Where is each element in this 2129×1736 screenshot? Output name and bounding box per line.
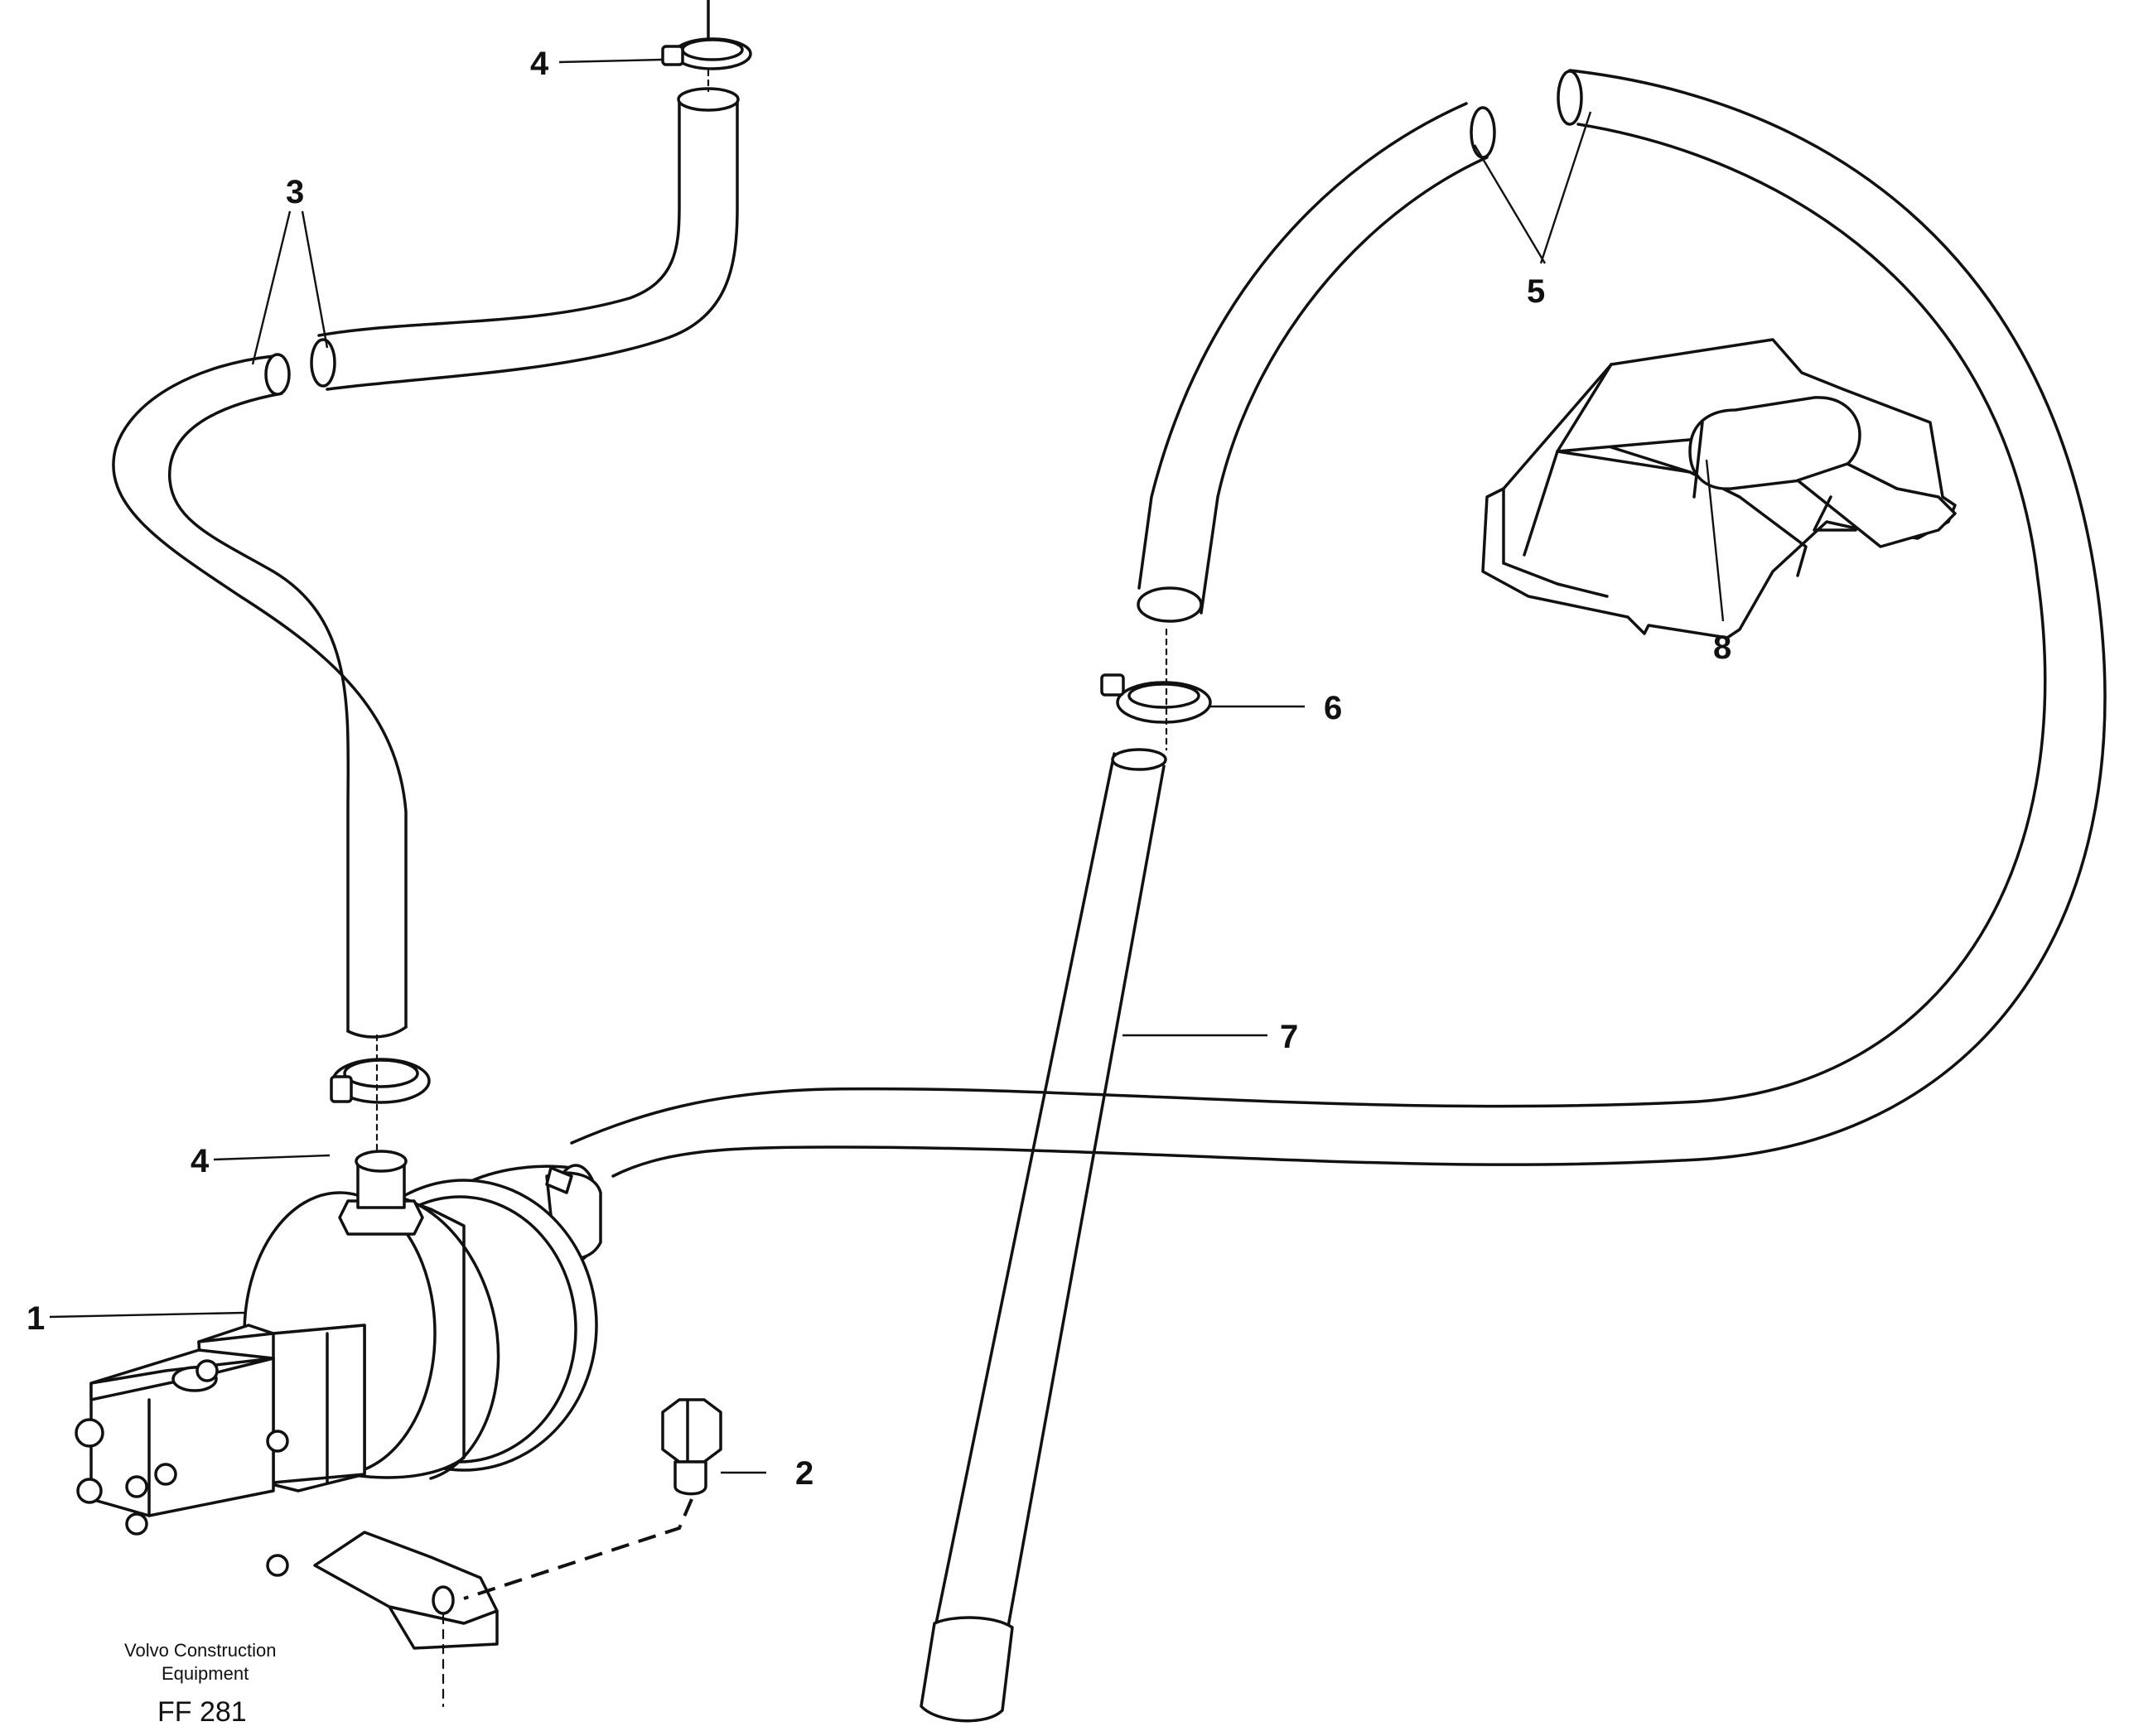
figure-code: FF 281 bbox=[157, 1696, 247, 1728]
cover-8 bbox=[1481, 338, 1957, 639]
hose-5-right-segment bbox=[570, 69, 2107, 1178]
bolt-2 bbox=[463, 1398, 722, 1600]
callout-1: 1 bbox=[27, 1300, 45, 1337]
callout-5: 5 bbox=[1527, 273, 1545, 310]
callout-8: 8 bbox=[1713, 629, 1731, 666]
hose-3-upper-segment bbox=[310, 87, 740, 391]
credit-line-1: Volvo Construction bbox=[124, 1640, 276, 1661]
water-pump-1 bbox=[75, 1150, 602, 1708]
callout-3: 3 bbox=[286, 174, 304, 210]
hose-clamp-bottom bbox=[330, 1034, 431, 1157]
credit-line-2: Equipment bbox=[162, 1663, 249, 1684]
leader-lines bbox=[49, 58, 1725, 1474]
hose-5-left-segment bbox=[1137, 102, 1496, 623]
hose-clamp-6 bbox=[1100, 628, 1212, 751]
callout-4-top: 4 bbox=[530, 46, 549, 82]
pipe-7 bbox=[920, 748, 1167, 1723]
hose-clamp-top bbox=[661, 0, 752, 93]
callout-2: 2 bbox=[795, 1455, 813, 1492]
callout-7: 7 bbox=[1280, 1019, 1298, 1055]
callout-4-bottom: 4 bbox=[191, 1143, 210, 1179]
callout-6: 6 bbox=[1324, 690, 1342, 726]
hose-3-lower-segment bbox=[112, 353, 408, 1039]
